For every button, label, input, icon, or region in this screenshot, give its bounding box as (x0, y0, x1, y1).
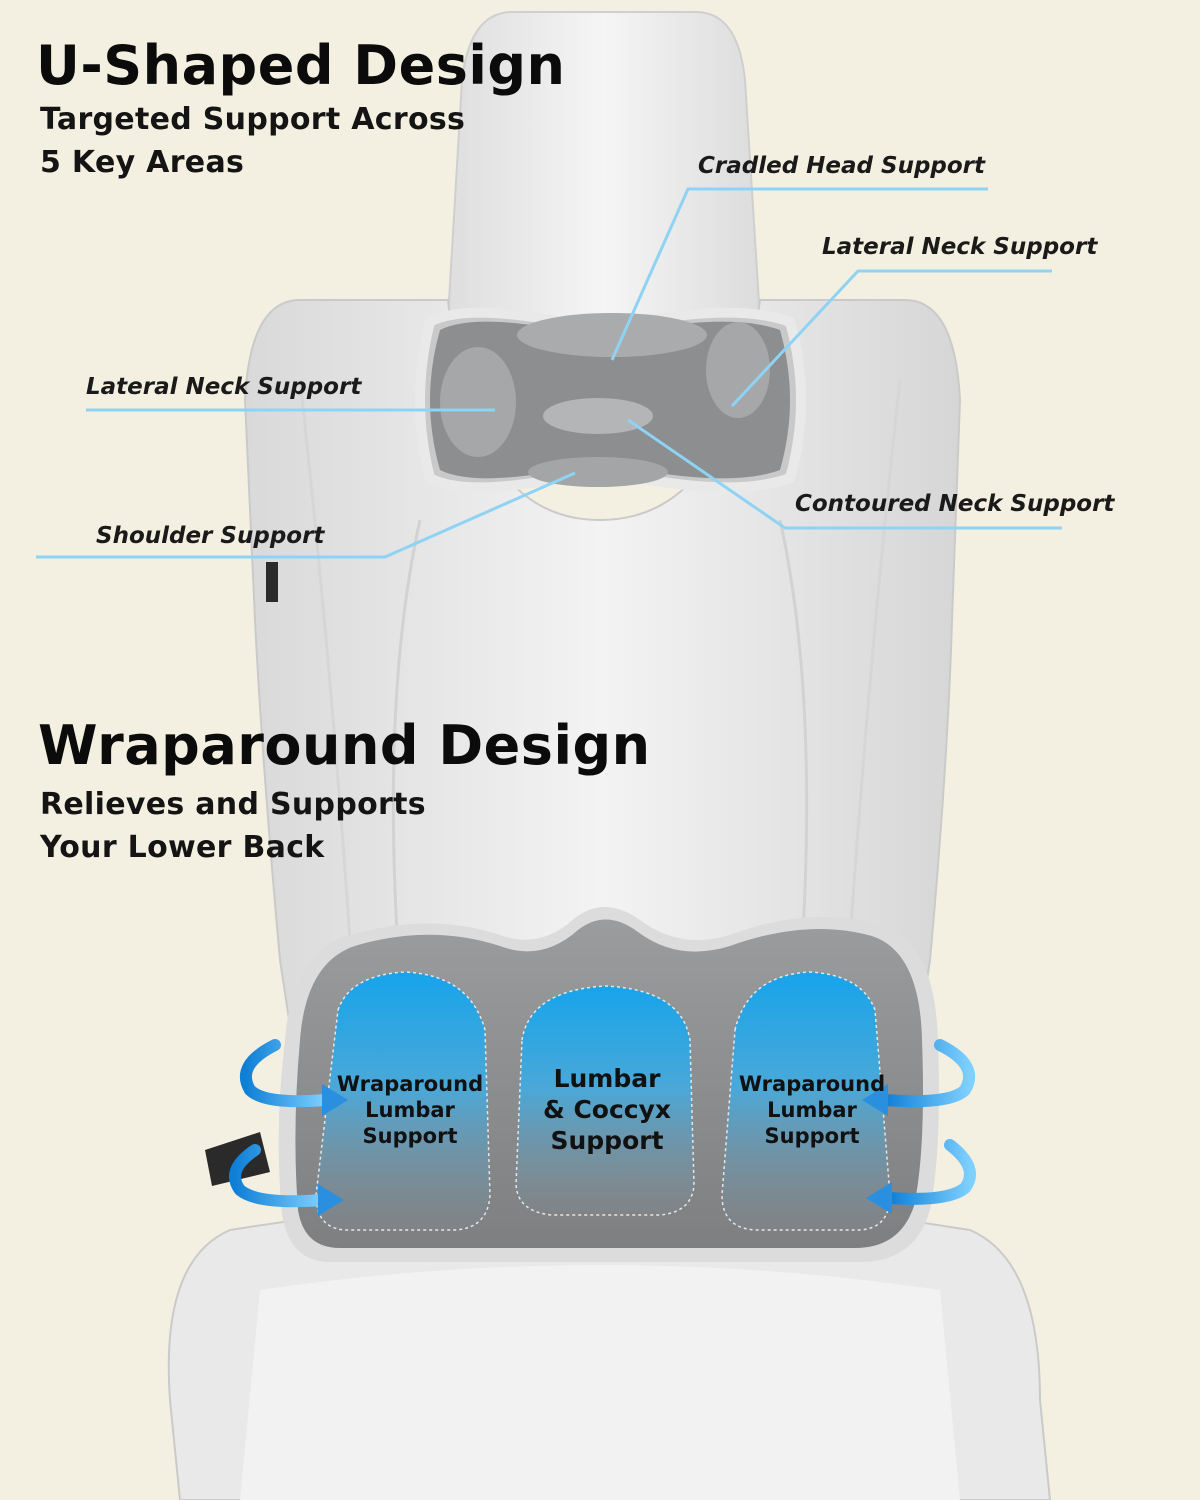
lumbar-zone-right (721, 971, 891, 1231)
callout-line-shoulder (36, 471, 576, 559)
zone-center-line1: Lumbar (553, 1064, 661, 1093)
zone-left-line2: Lumbar (365, 1098, 455, 1122)
neck-zone-lateral-left (440, 347, 516, 457)
callout-contoured-neck: Contoured Neck Support (795, 491, 1115, 517)
curved-wrap-arrow-icon (229, 1039, 976, 1208)
callout-line-cradled-head (610, 187, 988, 361)
zone-right-line1: Wraparound (738, 1072, 886, 1096)
lumbar-zone-left-label: Wraparound Lumbar Support (320, 1071, 500, 1149)
callout-line-lateral-neck-right (730, 269, 1052, 408)
seat-tag (266, 562, 278, 602)
neck-zone-contoured (543, 398, 653, 434)
lumbar-zone-center (515, 985, 695, 1216)
zone-center-line2: & Coccyx (542, 1095, 672, 1124)
zone-center-line3: Support (550, 1126, 664, 1155)
wraparound-subtitle-line1: Relieves and Supports (40, 787, 426, 822)
u-shaped-title: U-Shaped Design (36, 34, 566, 97)
u-shaped-subtitle-line1: Targeted Support Across (40, 102, 466, 137)
zone-right-line3: Support (764, 1124, 860, 1148)
callout-cradled-head: Cradled Head Support (698, 153, 986, 179)
zone-left-line3: Support (362, 1124, 458, 1148)
callout-lines (36, 187, 1062, 559)
neck-zone-shoulder (528, 457, 668, 487)
u-shaped-subtitle-line2: 5 Key Areas (40, 145, 245, 180)
lumbar-zone-left (315, 971, 491, 1231)
neck-zone-lateral-right (706, 322, 770, 418)
callout-lateral-neck-left: Lateral Neck Support (86, 374, 362, 400)
arrow-heads (318, 1084, 892, 1216)
callout-line-contoured-neck (627, 418, 1062, 530)
zone-right-line2: Lumbar (767, 1098, 857, 1122)
callout-shoulder: Shoulder Support (96, 523, 325, 549)
lumbar-zone-center-label: Lumbar & Coccyx Support (517, 1063, 697, 1156)
wraparound-subtitle-line2: Your Lower Back (40, 830, 325, 865)
wraparound-title: Wraparound Design (38, 714, 651, 777)
zone-left-line1: Wraparound (336, 1072, 484, 1096)
neck-zone-head (517, 313, 707, 357)
lumbar-zone-right-label: Wraparound Lumbar Support (722, 1071, 902, 1149)
callout-lateral-neck-right: Lateral Neck Support (822, 234, 1098, 260)
